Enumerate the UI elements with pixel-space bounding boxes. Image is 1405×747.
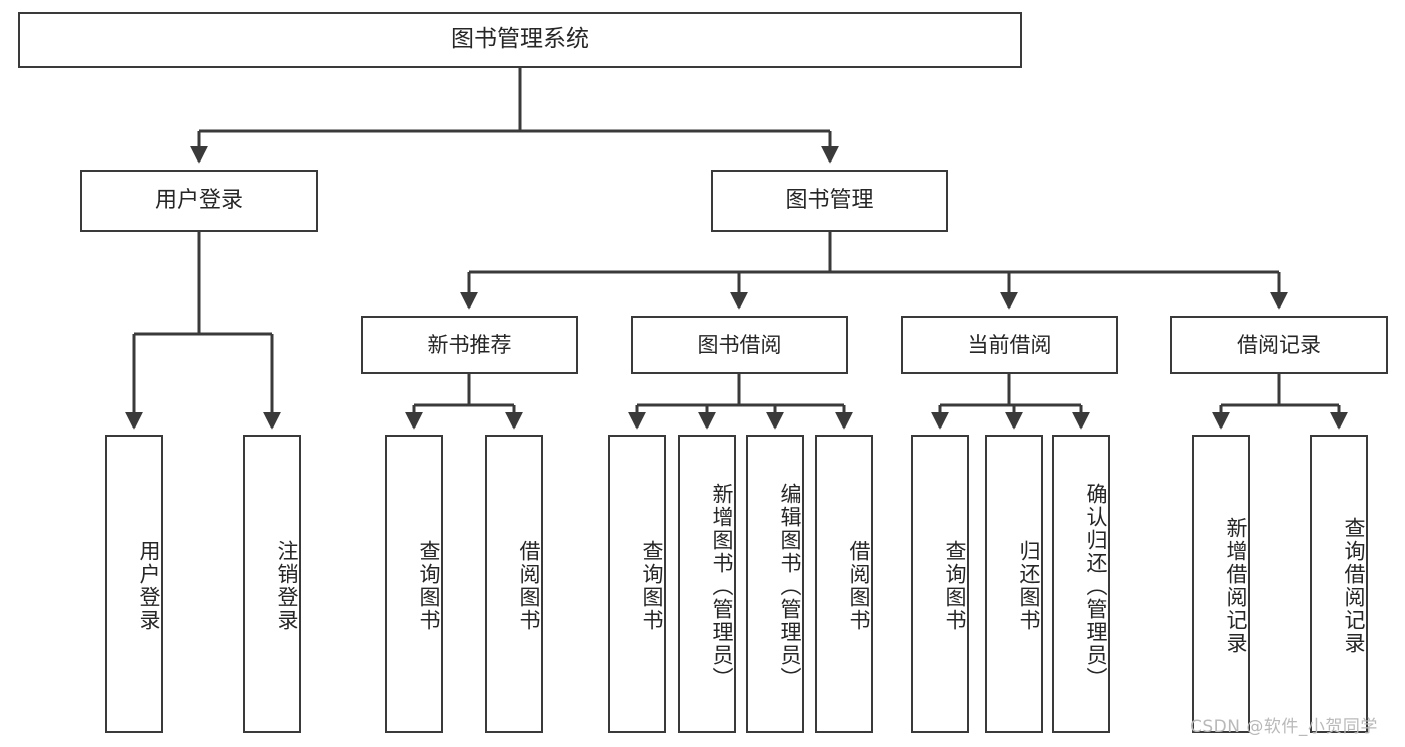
node-book-management[interactable]: 图书管理 xyxy=(711,170,948,232)
node-label: 图书管理系统 xyxy=(451,26,589,53)
node-label: 查询图书 xyxy=(417,540,441,632)
node-label: 借阅图书 xyxy=(517,540,541,632)
node-label: 图书借阅 xyxy=(697,332,782,357)
node-label: 用户登录 xyxy=(137,540,161,632)
node-book-borrow[interactable]: 图书借阅 xyxy=(631,316,848,374)
node-leaf-leaf-query-record[interactable]: 查询借阅记录 xyxy=(1310,435,1368,733)
node-label: 用户登录 xyxy=(154,188,243,214)
node-label: 当前借阅 xyxy=(967,332,1052,357)
node-label: 查询图书 xyxy=(943,540,967,632)
node-borrow-record[interactable]: 借阅记录 xyxy=(1170,316,1388,374)
node-leaf-leaf-add-record[interactable]: 新增借阅记录 xyxy=(1192,435,1250,733)
node-leaf-leaf-edit-book[interactable]: 编辑图书（管理员） xyxy=(746,435,804,733)
node-label: 确认归还（管理员） xyxy=(1084,482,1108,690)
node-leaf-leaf-user-login[interactable]: 用户登录 xyxy=(105,435,163,733)
node-label: 借阅图书 xyxy=(847,540,871,632)
node-label: 图书管理 xyxy=(785,188,874,214)
node-label: 借阅记录 xyxy=(1237,332,1321,357)
node-leaf-leaf-query-book-borrow[interactable]: 查询图书 xyxy=(608,435,666,733)
node-label: 新增图书（管理员） xyxy=(710,482,734,690)
node-current-borrow[interactable]: 当前借阅 xyxy=(901,316,1118,374)
node-leaf-leaf-query-book-cur[interactable]: 查询图书 xyxy=(911,435,969,733)
node-leaf-leaf-confirm-return[interactable]: 确认归还（管理员） xyxy=(1052,435,1110,733)
node-leaf-leaf-borrow-book-rec[interactable]: 借阅图书 xyxy=(485,435,543,733)
watermark: CSDN @软件_小贺同学 xyxy=(1190,717,1378,737)
node-leaf-leaf-return-book[interactable]: 归还图书 xyxy=(985,435,1043,733)
node-label: 查询图书 xyxy=(640,540,664,632)
node-leaf-leaf-borrow-book[interactable]: 借阅图书 xyxy=(815,435,873,733)
node-label: 注销登录 xyxy=(275,540,299,632)
node-label: 新增借阅记录 xyxy=(1224,517,1248,655)
node-label: 查询借阅记录 xyxy=(1342,517,1366,655)
node-leaf-leaf-logout[interactable]: 注销登录 xyxy=(243,435,301,733)
node-new-book-recommend[interactable]: 新书推荐 xyxy=(361,316,578,374)
node-label: 新书推荐 xyxy=(427,332,512,357)
node-user-login[interactable]: 用户登录 xyxy=(80,170,318,232)
node-leaf-leaf-query-book-rec[interactable]: 查询图书 xyxy=(385,435,443,733)
node-root-system[interactable]: 图书管理系统 xyxy=(18,12,1022,68)
node-label: 编辑图书（管理员） xyxy=(778,482,802,690)
node-leaf-leaf-add-book[interactable]: 新增图书（管理员） xyxy=(678,435,736,733)
node-label: 归还图书 xyxy=(1017,540,1041,632)
